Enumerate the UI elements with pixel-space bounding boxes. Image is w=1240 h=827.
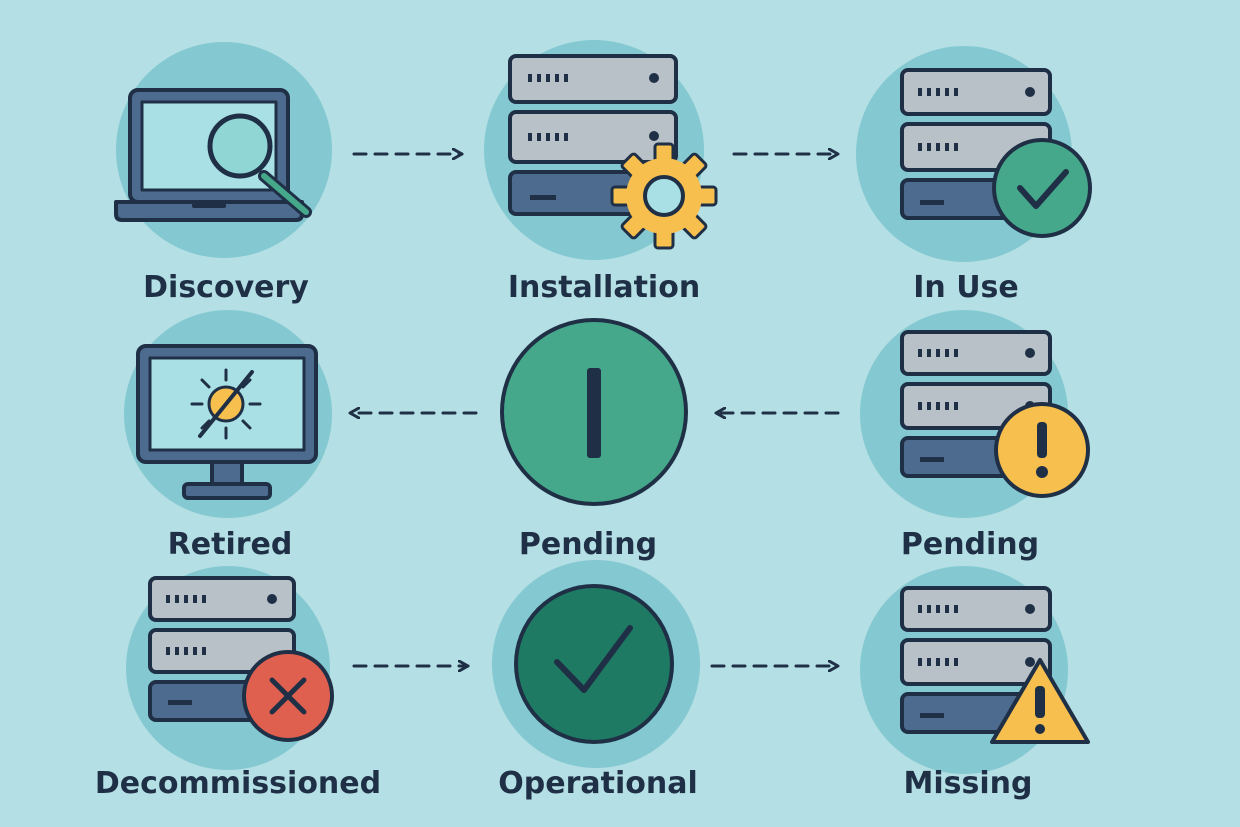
- green-circle-bar-icon: [500, 318, 688, 506]
- label-installation: Installation: [507, 270, 701, 305]
- label-pending-right: Pending: [900, 527, 1040, 562]
- label-missing: Missing: [903, 766, 1033, 801]
- label-discovery: Discovery: [143, 270, 309, 305]
- monitor-crossed-sun-icon: [136, 344, 318, 500]
- label-retired: Retired: [167, 527, 293, 562]
- check-circle-icon: [514, 584, 674, 744]
- label-in-use: In Use: [913, 270, 1019, 305]
- laptop-magnifier-icon: [114, 88, 312, 222]
- server-warning-icon: [900, 586, 1090, 744]
- server-x-icon: [148, 576, 334, 742]
- label-operational: Operational: [498, 766, 698, 801]
- server-gear-icon: [508, 54, 718, 250]
- label-pending-center: Pending: [518, 527, 658, 562]
- server-check-icon: [900, 68, 1092, 238]
- server-exclamation-icon: [900, 330, 1090, 498]
- arrows: [348, 154, 840, 666]
- label-decommissioned: Decommissioned: [94, 766, 382, 801]
